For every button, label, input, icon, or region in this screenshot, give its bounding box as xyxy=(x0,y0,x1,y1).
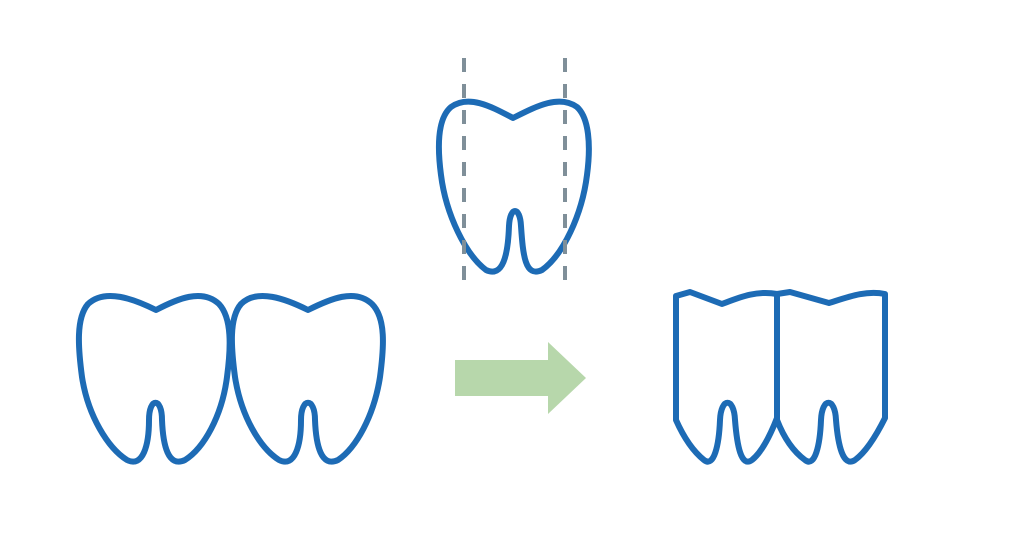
reference-tooth-icon xyxy=(435,98,592,275)
reference-tooth-group xyxy=(435,58,592,292)
before-tooth-left-icon xyxy=(75,293,233,465)
arrow-right-icon xyxy=(455,342,586,414)
after-teeth-group xyxy=(673,289,888,465)
before-tooth-right-icon xyxy=(228,293,386,465)
after-tooth-right-icon xyxy=(774,289,888,465)
before-teeth-group xyxy=(75,293,386,465)
after-tooth-left-icon xyxy=(673,289,780,465)
